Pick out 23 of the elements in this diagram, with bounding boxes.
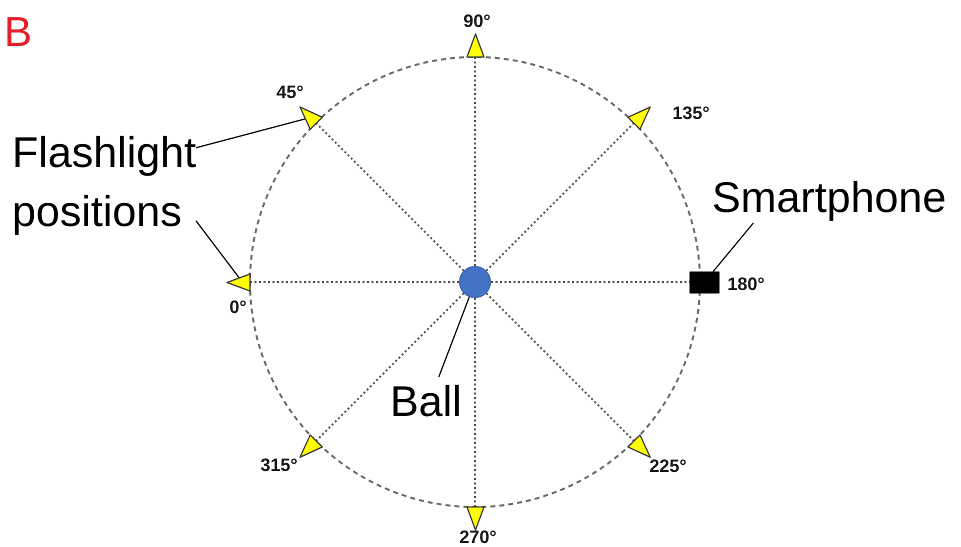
leader-line xyxy=(196,118,306,148)
angle-label: 270° xyxy=(459,528,497,546)
angle-label: 225° xyxy=(649,456,687,475)
dotted-line xyxy=(474,57,476,266)
dotted-line xyxy=(486,292,635,442)
angle-label: 90° xyxy=(463,12,491,30)
angle-label: 180° xyxy=(727,275,765,293)
dotted-line xyxy=(474,298,476,507)
callout-label: Ball xyxy=(390,377,462,427)
callout-label: Flashlight positions xyxy=(12,124,196,242)
angle-label: 315° xyxy=(260,456,298,474)
dotted-line xyxy=(315,122,464,272)
dotted-line xyxy=(250,281,459,283)
angle-label: 45° xyxy=(276,83,304,101)
angle-label: 0° xyxy=(229,298,247,316)
panel-label: B xyxy=(4,11,32,53)
leader-line xyxy=(196,220,240,278)
angle-label: 135° xyxy=(672,104,710,122)
dotted-line xyxy=(486,122,635,272)
callout-label: Smartphone xyxy=(712,173,946,223)
leader-line xyxy=(712,222,754,272)
dotted-line xyxy=(315,292,464,442)
leader-line xyxy=(438,296,470,378)
